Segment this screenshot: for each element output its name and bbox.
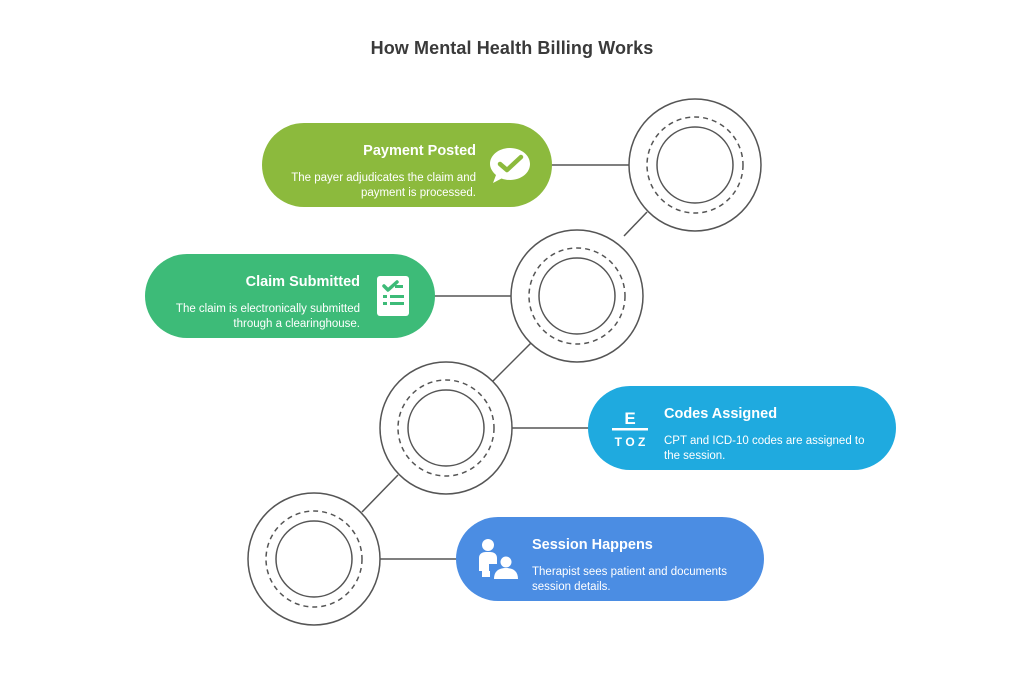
step-description-line-2: payment is processed. — [360, 187, 476, 199]
icon-letter-top: E — [624, 409, 635, 428]
ring-inner-2 — [538, 257, 616, 335]
step-codes-assigned: E T O Z Codes Assigned CPT and ICD-10 co… — [588, 386, 896, 470]
step-description-line-1: CPT and ICD-10 codes are assigned to — [664, 435, 865, 447]
step-description-line-1: Therapist sees patient and documents — [532, 566, 727, 578]
ring-outer-2 — [510, 229, 644, 363]
step-description-line-1: The payer adjudicates the claim and — [291, 172, 476, 184]
step-payment-posted: Payment Posted The payer adjudicates the… — [262, 123, 552, 207]
step-session-happens: Session Happens Therapist sees patient a… — [456, 517, 764, 601]
check-bubble-icon — [490, 148, 530, 183]
ring-inner-1 — [656, 126, 734, 204]
ring-dashed-3 — [397, 379, 495, 477]
ring-outer-1 — [628, 98, 762, 232]
ring-dashed-2 — [528, 247, 626, 345]
ring-outer-4 — [247, 492, 381, 626]
icon-letters-bottom: T O Z — [615, 435, 646, 449]
diagram-title: How Mental Health Billing Works — [370, 38, 654, 58]
step-title: Claim Submitted — [245, 274, 360, 290]
ring-inner-4 — [275, 520, 353, 598]
therapist-patient-icon — [479, 539, 518, 579]
step-title: Payment Posted — [363, 143, 476, 159]
checklist-document-icon — [377, 276, 409, 316]
connector-3-4 — [361, 474, 399, 513]
step-title: Session Happens — [532, 537, 653, 553]
step-title: Codes Assigned — [664, 406, 778, 422]
connector-1-2 — [623, 211, 648, 237]
step-claim-submitted: Claim Submitted The claim is electronica… — [145, 254, 435, 338]
step-description-line-2: through a clearinghouse. — [233, 318, 360, 330]
ring-dashed-1 — [646, 116, 744, 214]
step-description-line-1: The claim is electronically submitted — [175, 303, 360, 315]
connector-2-3 — [492, 342, 532, 382]
step-description-line-2: session details. — [532, 581, 611, 593]
step-description-line-2: the session. — [664, 450, 726, 462]
code-chart-icon: E T O Z — [612, 409, 648, 449]
ring-dashed-4 — [265, 510, 363, 608]
ring-inner-3 — [407, 389, 485, 467]
ring-outer-3 — [379, 361, 513, 495]
